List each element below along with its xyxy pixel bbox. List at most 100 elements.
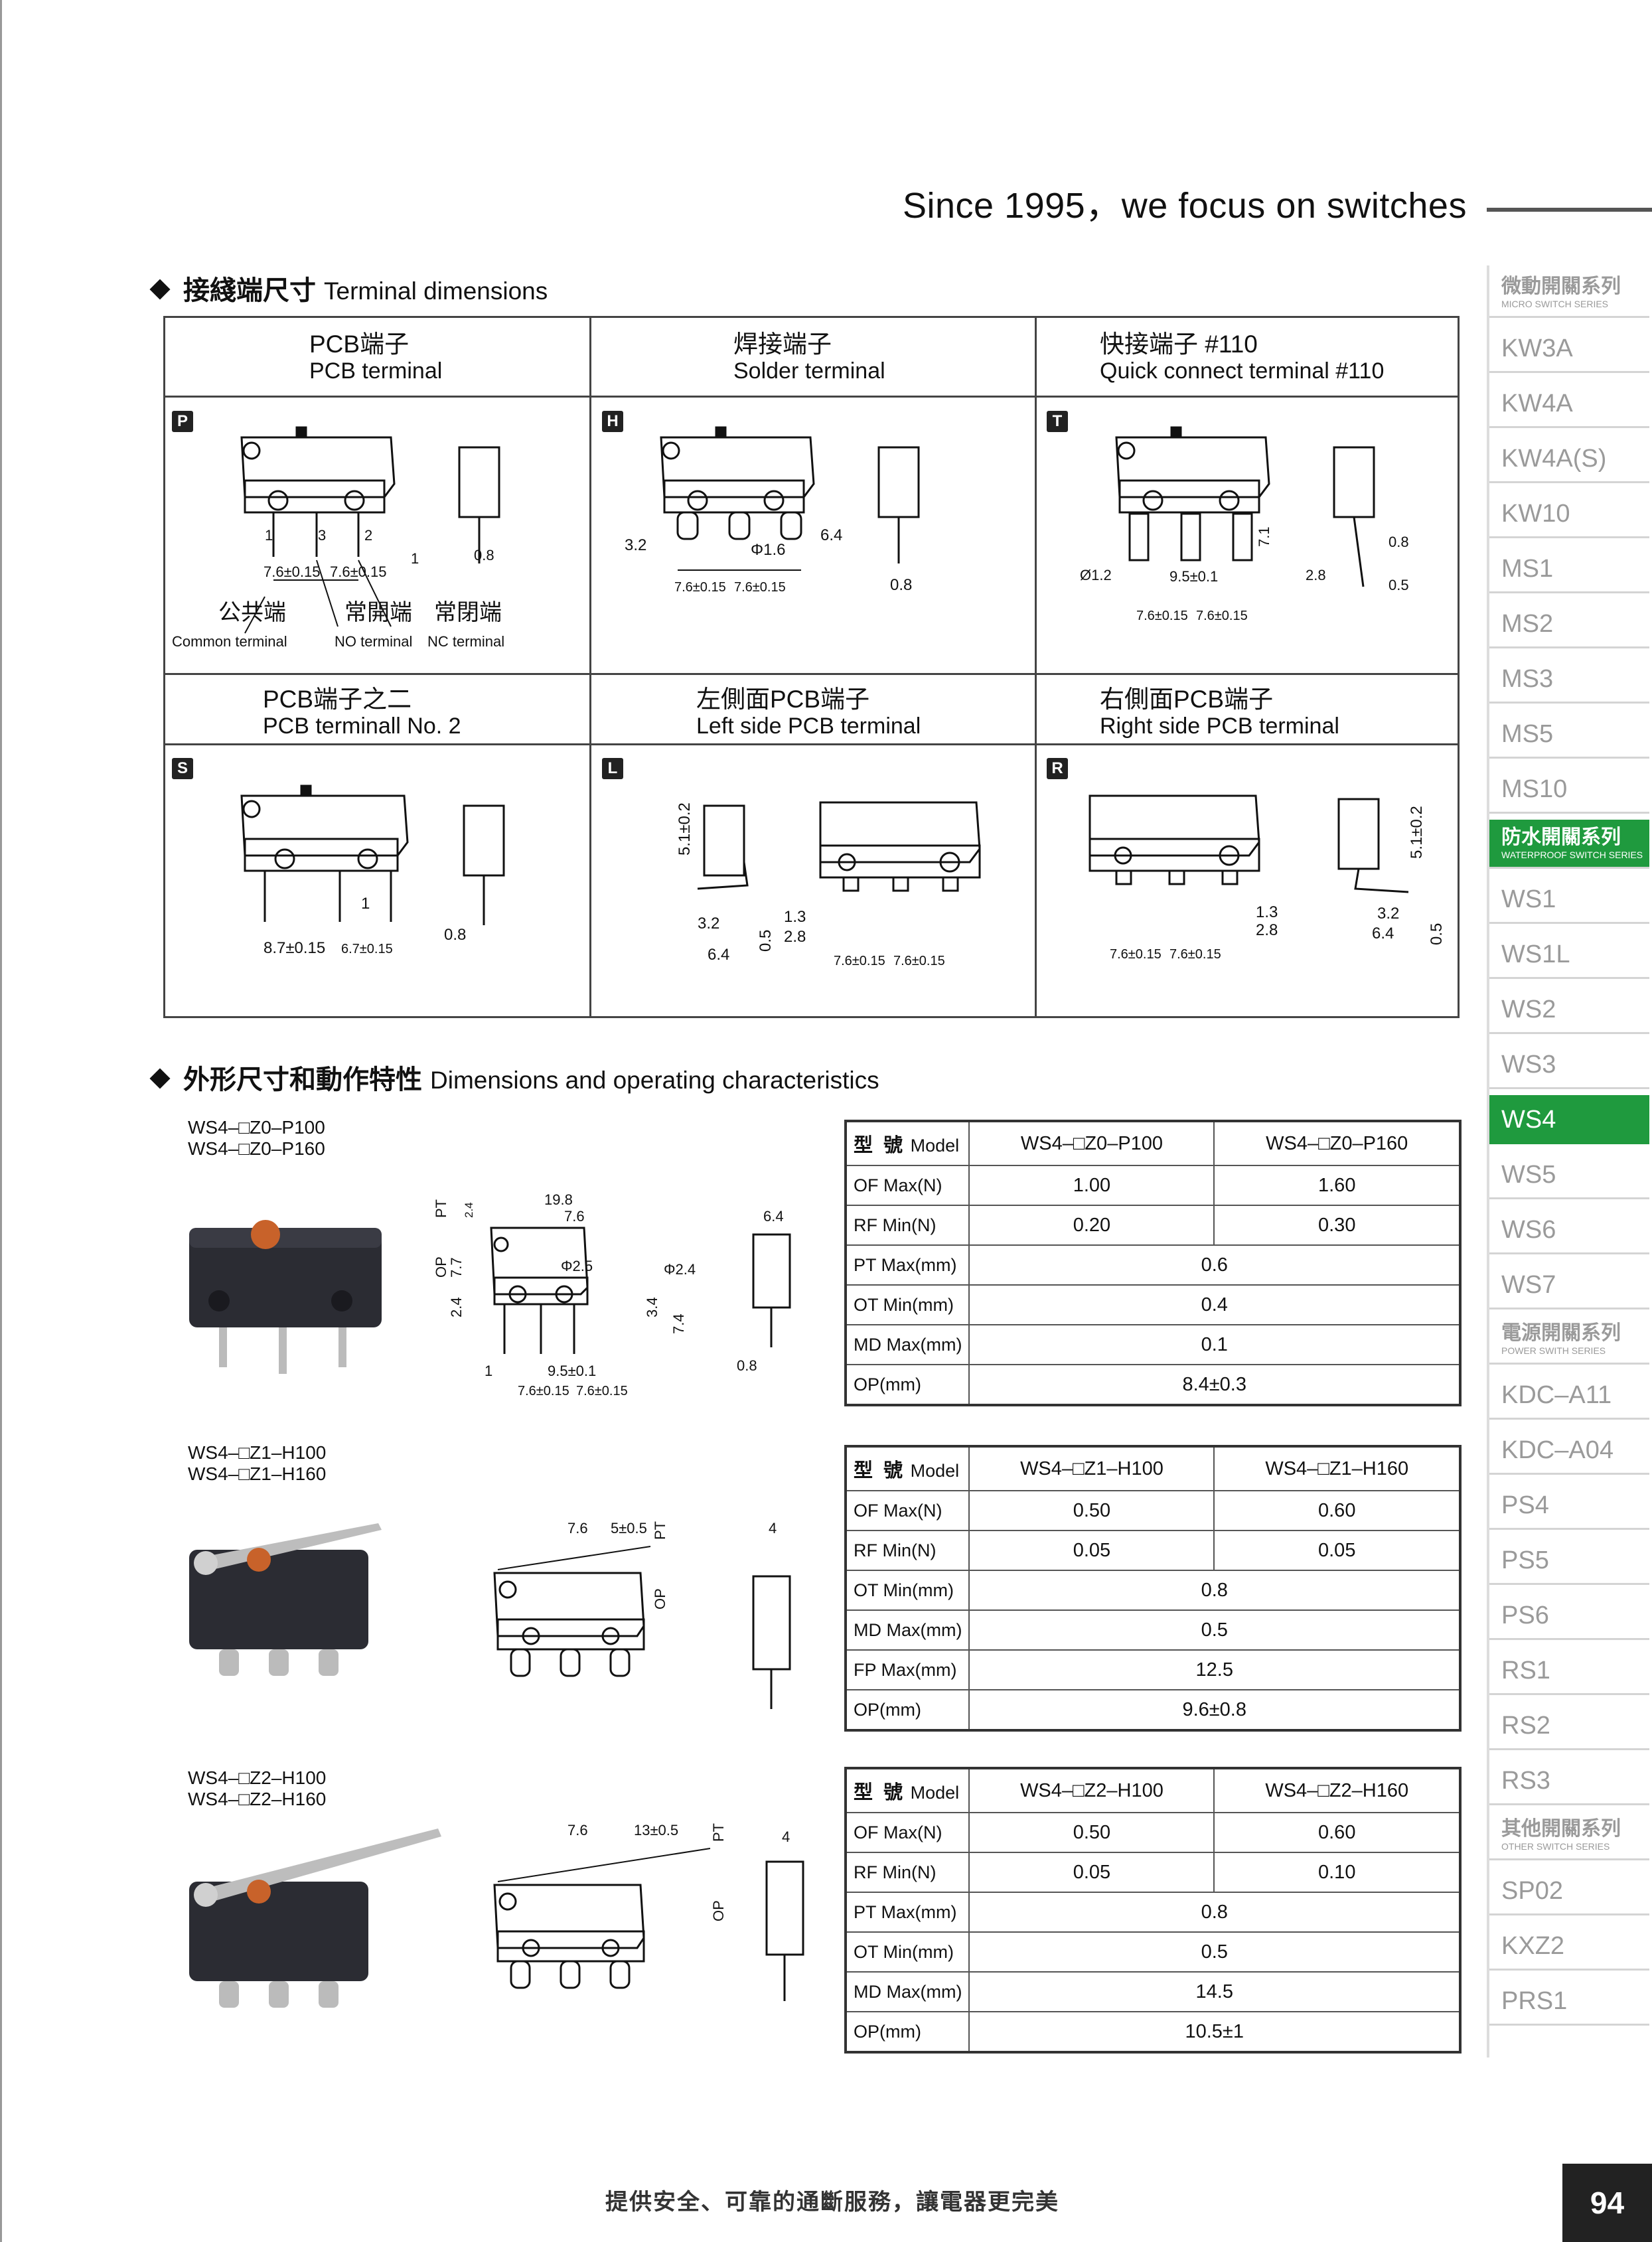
sidebar-item-ps4[interactable]: PS4 (1489, 1481, 1649, 1530)
footer-slogan: 提供安全、可靠的通斷服務，讓電器更完美 (605, 2190, 1059, 2215)
svg-text:3: 3 (318, 527, 326, 544)
svg-text:13±0.5: 13±0.5 (634, 1822, 678, 1838)
sidebar-item-prs1[interactable]: PRS1 (1489, 1977, 1649, 2026)
table-row: PT Max(mm)0.8 (844, 1892, 1461, 1933)
sidebar-group-subtitle: MICRO SWITCH SERIES (1501, 299, 1609, 309)
svg-text:7.6: 7.6 (564, 1208, 585, 1225)
badge-l: L (602, 758, 623, 779)
sidebar-item-ps5[interactable]: PS5 (1489, 1536, 1649, 1585)
svg-text:7.6±0.15: 7.6±0.15 (1136, 609, 1188, 623)
badge-t: T (1047, 411, 1068, 432)
sidebar-group-title: 微動開關系列 (1501, 275, 1621, 297)
svg-text:Ø1.2: Ø1.2 (1080, 567, 1112, 583)
svg-text:5±0.5: 5±0.5 (611, 1520, 647, 1536)
sidebar-item-ps6[interactable]: PS6 (1489, 1591, 1649, 1640)
drawing-left-side-pcb-terminal: 5.1±0.2 3.2 6.4 0.5 1.3 2.8 7.6±0.15 7.6… (676, 801, 981, 968)
sidebar-item-ws2[interactable]: WS2 (1489, 985, 1649, 1034)
svg-text:5.1±0.2: 5.1±0.2 (1408, 806, 1426, 859)
sidebar-item-ws3[interactable]: WS3 (1489, 1040, 1649, 1089)
svg-text:9.5±0.1: 9.5±0.1 (1169, 568, 1218, 585)
sidebar-item-ms10[interactable]: MS10 (1489, 765, 1649, 814)
sidebar-item-sp02[interactable]: SP02 (1489, 1866, 1649, 1915)
svg-text:9.5±0.1: 9.5±0.1 (548, 1363, 596, 1379)
drawing-right-side-pcb-terminal: 5.1±0.2 1.3 2.8 7.6±0.15 7.6±0.15 3.2 6.… (1089, 794, 1446, 962)
sidebar-item-kxz2[interactable]: KXZ2 (1489, 1921, 1649, 1971)
sidebar-item-ms5[interactable]: MS5 (1489, 710, 1649, 759)
sidebar-item-rs3[interactable]: RS3 (1489, 1756, 1649, 1805)
svg-text:常開端: 常開端 (344, 600, 412, 625)
table-row: MD Max(mm)14.5 (844, 1971, 1461, 2012)
svg-text:7.6±0.15: 7.6±0.15 (834, 954, 885, 968)
grid-line (1035, 743, 1037, 1018)
svg-text:3.2: 3.2 (1377, 905, 1399, 923)
sidebar-border (1487, 265, 1489, 2057)
sidebar-group-0[interactable]: 微動開關系列 MICRO SWITCH SERIES (1489, 269, 1649, 318)
table-row: MD Max(mm)0.5 (844, 1609, 1461, 1651)
sidebar-item-kdc-a04[interactable]: KDC–A04 (1489, 1426, 1649, 1475)
badge-p: P (172, 411, 193, 432)
svg-text:0.8: 0.8 (474, 547, 494, 563)
sidebar-item-kdc-a11[interactable]: KDC–A11 (1489, 1371, 1649, 1420)
svg-text:0.8: 0.8 (737, 1357, 757, 1374)
sidebar-item-kw3a[interactable]: KW3A (1489, 324, 1649, 373)
sidebar-item-ws1l[interactable]: WS1L (1489, 930, 1649, 979)
sidebar-item-ms3[interactable]: MS3 (1489, 654, 1649, 704)
svg-text:7.6±0.15: 7.6±0.15 (1110, 947, 1162, 962)
grid-line (589, 396, 591, 673)
sidebar-item-kw4a[interactable]: KW4A (1489, 379, 1649, 428)
svg-text:8.7±0.15: 8.7±0.15 (263, 939, 325, 957)
grid-line (165, 396, 1458, 398)
section-title-en: Dimensions and operating characteristics (430, 1067, 879, 1094)
sidebar-item-rs1[interactable]: RS1 (1489, 1646, 1649, 1695)
sidebar-item-kw10[interactable]: KW10 (1489, 489, 1649, 538)
grid-line (589, 743, 591, 1018)
sidebar-item-kw4a-s-[interactable]: KW4A(S) (1489, 434, 1649, 483)
tagline-rule (1487, 208, 1652, 212)
table-row: FP Max(mm)12.5 (844, 1649, 1461, 1690)
svg-text:1.3: 1.3 (1256, 903, 1278, 921)
svg-text:7.6±0.15: 7.6±0.15 (1196, 609, 1248, 623)
svg-text:1: 1 (485, 1363, 492, 1379)
svg-text:2: 2 (364, 527, 372, 544)
grid-line (1035, 673, 1037, 743)
sidebar-item-rs2[interactable]: RS2 (1489, 1701, 1649, 1750)
sidebar-item-ms1[interactable]: MS1 (1489, 544, 1649, 593)
page-edge (0, 0, 2, 2242)
svg-text:2.4: 2.4 (448, 1297, 465, 1317)
svg-text:PT: PT (652, 1521, 668, 1540)
svg-text:公共端: 公共端 (218, 600, 286, 625)
sidebar-item-ws6[interactable]: WS6 (1489, 1205, 1649, 1254)
svg-text:0.5: 0.5 (757, 930, 775, 952)
svg-text:4: 4 (782, 1829, 790, 1845)
sidebar-item-ws7[interactable]: WS7 (1489, 1260, 1649, 1309)
svg-text:常閉端: 常閉端 (434, 600, 502, 625)
sidebar-item-ws1[interactable]: WS1 (1489, 875, 1649, 924)
svg-text:0.5: 0.5 (1428, 923, 1446, 945)
drawing-ws4-z2: 7.6 13±0.5 PT OP 4 (493, 1822, 804, 2001)
svg-text:6.4: 6.4 (1372, 925, 1394, 942)
svg-text:Φ2.4: Φ2.4 (664, 1261, 696, 1278)
svg-text:0.5: 0.5 (1389, 577, 1409, 593)
sidebar-item-ws5[interactable]: WS5 (1489, 1150, 1649, 1199)
svg-text:6.7±0.15: 6.7±0.15 (341, 942, 393, 956)
sidebar-item-ws4[interactable]: WS4 (1489, 1095, 1649, 1144)
svg-text:7.6: 7.6 (567, 1520, 588, 1536)
svg-text:2.8: 2.8 (1256, 921, 1278, 939)
svg-text:PT: PT (433, 1199, 449, 1218)
svg-text:7.1: 7.1 (1256, 526, 1272, 547)
svg-text:0.8: 0.8 (890, 576, 912, 594)
sidebar-item-ms2[interactable]: MS2 (1489, 599, 1649, 648)
svg-text:7.6±0.15: 7.6±0.15 (518, 1384, 569, 1398)
drawing-ws4-z1: 7.6 5±0.5 PT OP 4 (493, 1520, 791, 1709)
